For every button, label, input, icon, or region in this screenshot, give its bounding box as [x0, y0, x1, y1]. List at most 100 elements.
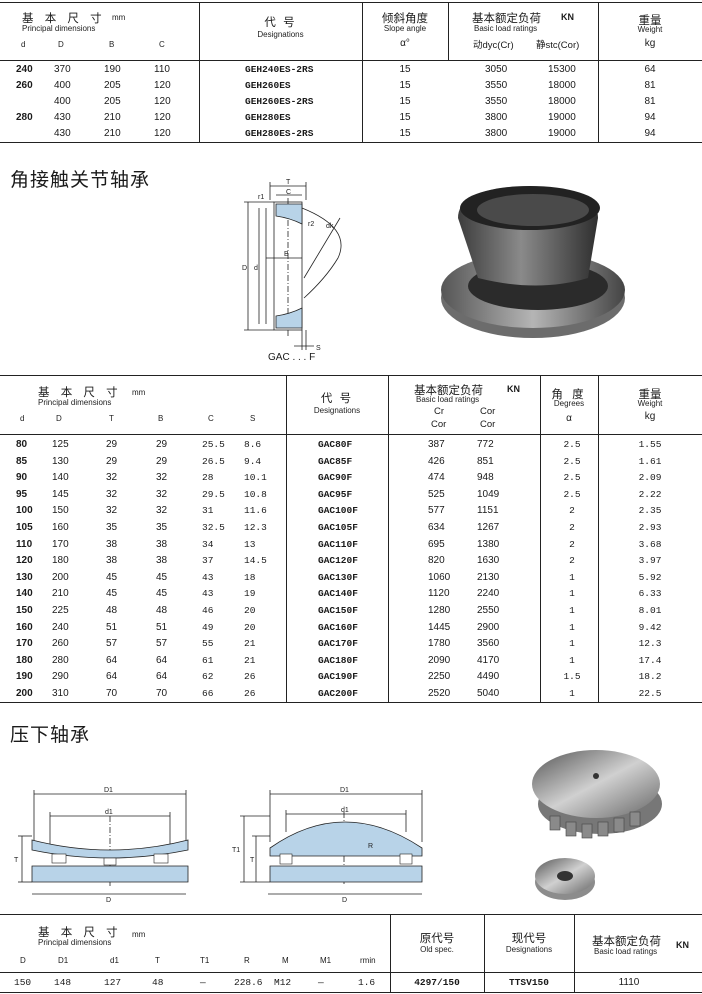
t2-cell-D: 240 [52, 621, 69, 633]
t2-cell-code: GAC140F [318, 588, 358, 600]
t1-cell-angle: 15 [399, 80, 411, 91]
t1-slope-en: Slope angle [383, 24, 427, 33]
t2-cell-C: 29.5 [202, 488, 225, 500]
t2-cell-code: GAC120F [318, 555, 358, 567]
t2-cell-cor: 772 [477, 439, 494, 450]
t2-cell-T: 70 [106, 688, 118, 699]
t2-cr2: Cor [431, 419, 447, 430]
t1-cell-angle: 15 [399, 64, 411, 75]
t3-cell-cur: TTSV150 [509, 977, 549, 988]
t2-cell-cr: 426 [428, 455, 445, 467]
t1-load-en: Basic load ratings [474, 24, 538, 33]
t2-cell-angle: 1 [569, 571, 575, 583]
t2-cell-S: 21 [244, 654, 256, 666]
t1-cell-angle: 15 [399, 128, 411, 139]
t2-cell-T: 32 [106, 488, 118, 500]
thrust-diagram-right: D1 d1 T1 T R D [232, 787, 423, 904]
t1-cell-stat: 18000 [548, 96, 576, 107]
t2-cell-angle: 1 [569, 688, 575, 699]
r-lbl-d1: d1 [341, 807, 349, 814]
t3-cell-r: 228.6 [234, 977, 263, 988]
l-lbl-T: T [14, 857, 19, 864]
t1-stat: 静stc(Cor) [536, 40, 580, 51]
t2-cell-w: 6.33 [638, 588, 662, 600]
t3-load-unit: KN [676, 940, 689, 950]
t2-cell-C: 62 [202, 671, 214, 683]
t2-cell-angle: 1 [569, 621, 575, 633]
t2-angle-sym: α [566, 413, 572, 424]
t2-cell-C: 43 [202, 571, 214, 583]
t2-cell-S: 26 [244, 688, 256, 699]
t2-cell-T: 57 [106, 638, 118, 650]
t2-cell-D: 200 [52, 571, 69, 583]
t2-cell-B: 32 [156, 472, 168, 484]
t1-weight-en: Weight [637, 25, 663, 34]
t2-col-T: T [109, 414, 114, 423]
t2-cell-d: 190 [16, 671, 33, 683]
t1-cell-stat: 19000 [548, 112, 576, 123]
t2-cell-cr: 577 [428, 505, 445, 517]
t2-weight-en: Weight [637, 399, 663, 408]
t2-cell-S: 14.5 [244, 555, 267, 567]
t2-cell-w: 3.68 [638, 538, 662, 550]
t2-cell-cr: 1780 [428, 638, 451, 650]
t2-cell-B: 64 [156, 671, 168, 683]
t1-cell-code: GEH280ES [245, 112, 291, 123]
t2-cell-w: 1.55 [638, 439, 662, 450]
r-lbl-T1: T1 [232, 847, 240, 854]
t2-cell-w: 12.3 [638, 638, 662, 650]
t1-cell-dyn: 3550 [485, 96, 508, 107]
gac-diagram: T C r1 r2 dk B D d S [242, 179, 342, 352]
t2-cell-d: 140 [16, 588, 33, 600]
t2-cell-code: GAC95F [318, 488, 353, 500]
t2-cell-w: 2.22 [638, 488, 662, 500]
t2-cell-C: 31 [202, 505, 214, 517]
t2-cell-code: GAC100F [318, 505, 358, 517]
t2-cell-w: 9.42 [638, 621, 662, 633]
section3-title: 压下轴承 [10, 725, 91, 746]
t2-cell-d: 90 [16, 472, 28, 484]
t2-cell-code: GAC80F [318, 439, 353, 450]
t2-cr: Cr [434, 406, 445, 417]
t2-cell-d: 170 [16, 638, 33, 650]
t2-cor2: Cor [480, 419, 496, 430]
t2-cell-code: GAC90F [318, 472, 353, 484]
t1-cell-w: 81 [644, 80, 656, 91]
t1-cell-D: 370 [54, 64, 71, 75]
t2-cell-code: GAC190F [318, 671, 358, 683]
t2-cell-cr: 474 [428, 472, 445, 484]
t2-cell-C: 26.5 [202, 455, 225, 467]
t2-cell-angle: 2 [569, 538, 575, 550]
t2-load-cn: 基本额定负荷 [414, 385, 483, 397]
t2-cell-angle: 1.5 [563, 671, 581, 683]
t2-cell-cor: 4170 [477, 654, 500, 666]
t2-cell-cor: 2240 [477, 588, 500, 600]
t3-dim-cn: 基 本 尺 寸 [38, 927, 122, 939]
t2-cell-cor: 1630 [477, 555, 500, 567]
t2-cell-S: 20 [244, 605, 256, 616]
t2-designation-en: Designations [313, 406, 361, 415]
t1-dyn: 动dyc(Cr) [473, 40, 514, 51]
t2-dim-cn: 基 本 尺 寸 [38, 387, 122, 399]
t2-cell-code: GAC160F [318, 621, 358, 633]
t2-cell-angle: 2.5 [563, 439, 581, 450]
t2-cell-cr: 2250 [428, 671, 451, 683]
t2-cell-cor: 1151 [477, 505, 499, 517]
t2-cell-B: 32 [156, 488, 168, 500]
t1-cell-dyn: 3550 [485, 80, 508, 91]
t2-cell-D: 125 [52, 439, 69, 450]
t2-cell-T: 38 [106, 538, 118, 550]
t2-cell-cr: 695 [428, 538, 445, 550]
t3-col-d1: D1 [58, 956, 69, 965]
t2-cell-D: 140 [52, 472, 69, 484]
t3-cell-t: 48 [152, 977, 164, 988]
t2-cell-D: 225 [52, 605, 69, 616]
t2-cell-cr: 820 [428, 555, 445, 567]
t3-dim-unit: mm [132, 930, 146, 939]
lbl-D: D [242, 265, 247, 272]
gac-caption: GAC . . . F [268, 352, 316, 363]
t3-old-cn: 原代号 [419, 933, 455, 945]
lbl-C: C [286, 189, 291, 196]
t2-cell-code: GAC105F [318, 522, 358, 533]
t2-col-C: C [208, 414, 214, 423]
